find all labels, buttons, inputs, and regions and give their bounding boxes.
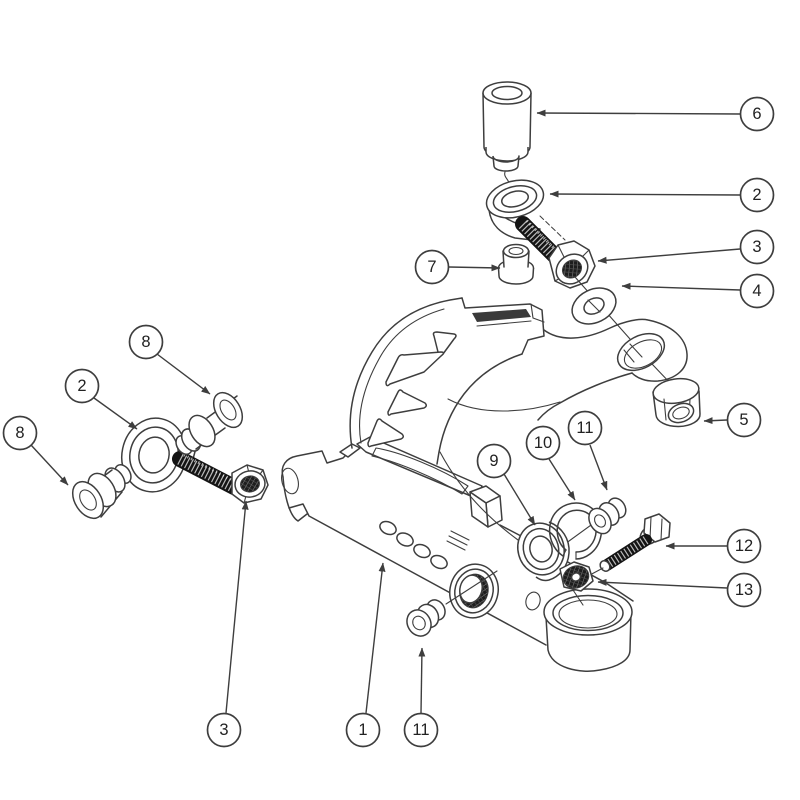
callout-2-left: 2 [64,368,138,430]
callout-13: 13 [597,572,762,608]
svg-text:13: 13 [735,581,753,599]
callout-4: 4 [621,273,775,309]
svg-text:9: 9 [489,452,498,470]
svg-text:1: 1 [358,721,367,739]
svg-text:3: 3 [752,238,761,256]
callout-7: 7 [414,249,501,285]
svg-text:11: 11 [576,419,593,437]
callout-12: 12 [665,528,762,564]
callout-1: 1 [345,562,386,748]
callout-3-lower: 3 [206,500,249,748]
washer-part4 [571,276,631,340]
svg-text:11: 11 [412,721,429,739]
bushing-mid-part11 [588,497,627,535]
hex-nut-part5 [651,363,701,428]
spacer-cylinder-part6 [482,81,532,188]
callout-5: 5 [703,402,762,438]
threaded-shank-upper [515,215,566,266]
spacer-upper-part8 [175,391,244,456]
bushing-bottom-part11 [406,570,498,637]
svg-text:6: 6 [752,105,761,123]
callout-6: 6 [536,96,775,132]
svg-text:7: 7 [427,258,436,276]
callout-9: 9 [476,443,536,526]
nut-left-part3 [231,464,269,504]
spacer-lower-part8 [71,463,132,520]
main-arm-body [281,297,688,672]
callout-3-upper: 3 [597,229,775,265]
svg-text:2: 2 [77,377,86,395]
threaded-shaft-left [172,451,242,495]
svg-text:8: 8 [141,333,150,351]
svg-text:4: 4 [752,282,761,300]
svg-text:5: 5 [739,411,748,429]
pivot-cluster [517,497,671,606]
callout-11-mid: 11 [567,410,608,491]
callout-2-upper: 2 [549,177,775,213]
svg-text:2: 2 [752,186,761,204]
callouts: 6 2 3 4 7 5 8 2 [2,96,775,748]
lock-nut-part13 [559,561,604,606]
bearing-part9 [517,521,570,582]
bolt-part12 [599,513,671,572]
jam-nut-upper-part3 [548,240,596,289]
svg-text:8: 8 [15,424,24,442]
callout-8-upper: 8 [128,324,211,395]
svg-text:12: 12 [735,537,753,555]
bushing-part7 [497,243,535,285]
callout-11-bottom: 11 [403,647,439,748]
rod-end-bearing-left-part2 [121,417,197,493]
svg-text:10: 10 [534,434,552,452]
callout-10: 10 [525,425,576,501]
svg-text:3: 3 [219,721,228,739]
callout-8-left: 8 [2,415,69,486]
